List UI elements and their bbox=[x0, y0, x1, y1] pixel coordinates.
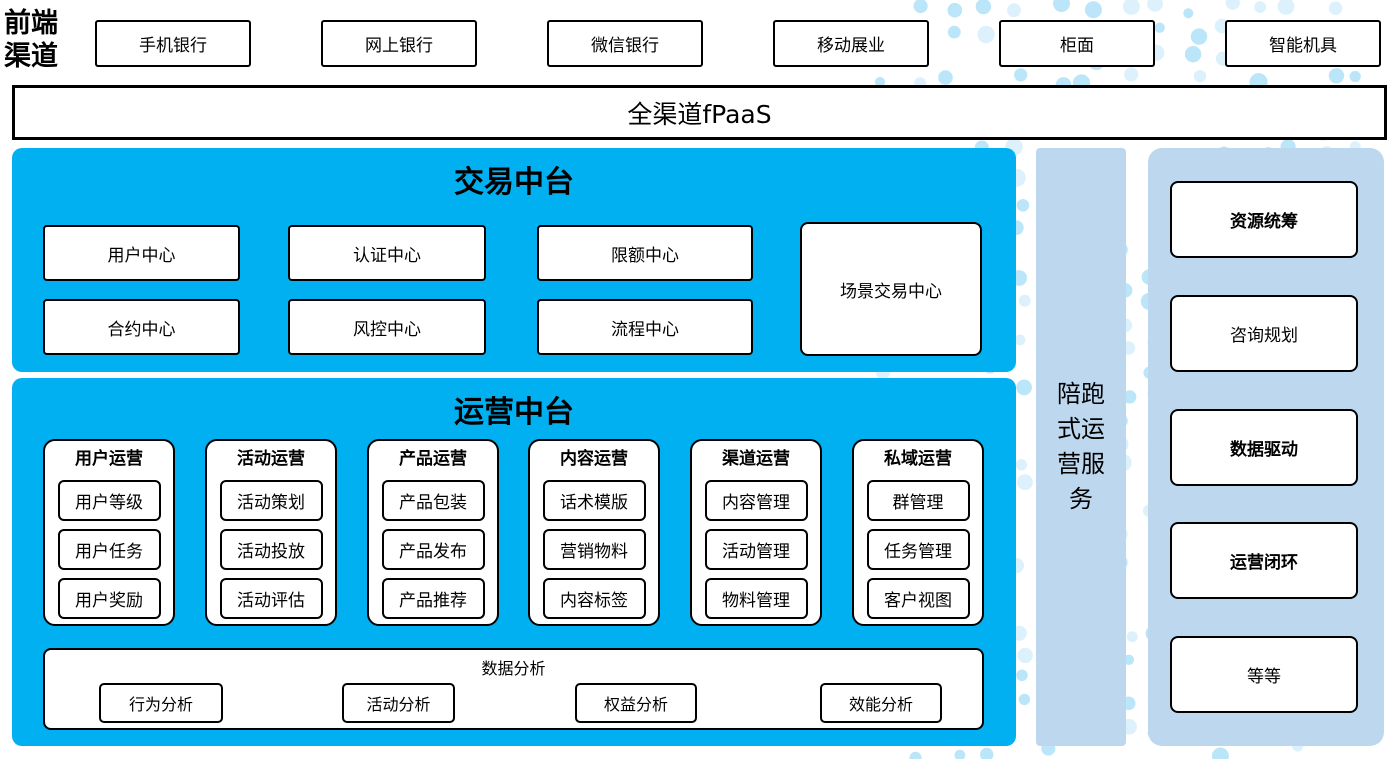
accompany-service-label: 陪跑式运营服务 bbox=[1057, 380, 1105, 513]
channel-box-online-banking: 网上银行 bbox=[321, 20, 477, 67]
ops-item: 活动策划 bbox=[219, 480, 323, 521]
center-box-contract: 合约中心 bbox=[43, 299, 240, 355]
fpaas-bar: 全渠道fPaaS bbox=[12, 85, 1387, 140]
service-panel: 资源统筹 咨询规划 数据驱动 运营闭环 等等 bbox=[1148, 148, 1384, 746]
analysis-item-efficiency: 效能分析 bbox=[820, 683, 942, 723]
ops-item: 用户等级 bbox=[57, 480, 161, 521]
ops-group-title: 内容运营 bbox=[560, 449, 628, 469]
channel-box-mobile-marketing: 移动展业 bbox=[773, 20, 929, 67]
ops-group-activity: 活动运营 活动策划 活动投放 活动评估 bbox=[205, 439, 337, 626]
ops-group-channel: 渠道运营 内容管理 活动管理 物料管理 bbox=[690, 439, 822, 626]
ops-item: 活动投放 bbox=[219, 529, 323, 570]
ops-item: 营销物料 bbox=[542, 529, 646, 570]
ops-group-title: 活动运营 bbox=[237, 449, 305, 469]
ops-item: 客户视图 bbox=[866, 578, 970, 619]
analysis-item-behavior: 行为分析 bbox=[99, 683, 223, 723]
channel-box-smart-device: 智能机具 bbox=[1225, 20, 1381, 67]
ops-group-user: 用户运营 用户等级 用户任务 用户奖励 bbox=[43, 439, 175, 626]
trade-platform-panel: 交易中台 用户中心 认证中心 限额中心 合约中心 风控中心 流程中心 场景交易中… bbox=[12, 148, 1016, 372]
center-box-user: 用户中心 bbox=[43, 225, 240, 281]
ops-item: 用户奖励 bbox=[57, 578, 161, 619]
ops-group-title: 用户运营 bbox=[75, 449, 143, 469]
ops-item: 物料管理 bbox=[704, 578, 808, 619]
ops-item: 内容标签 bbox=[542, 578, 646, 619]
service-box-etc: 等等 bbox=[1170, 636, 1358, 713]
channel-box-counter: 柜面 bbox=[999, 20, 1155, 67]
channel-box-mobile-banking: 手机银行 bbox=[95, 20, 251, 67]
center-box-risk: 风控中心 bbox=[288, 299, 486, 355]
ops-item: 内容管理 bbox=[704, 480, 808, 521]
ops-group-title: 渠道运营 bbox=[722, 449, 790, 469]
ops-group-product: 产品运营 产品包装 产品发布 产品推荐 bbox=[367, 439, 499, 626]
channel-box-wechat-banking: 微信银行 bbox=[547, 20, 703, 67]
accompany-service-bar: 陪跑式运营服务 bbox=[1036, 148, 1126, 746]
trade-platform-title: 交易中台 bbox=[454, 165, 574, 200]
analysis-item-benefit: 权益分析 bbox=[575, 683, 697, 723]
frontend-channel-row: 手机银行 网上银行 微信银行 移动展业 柜面 智能机具 bbox=[95, 20, 1381, 67]
center-box-auth: 认证中心 bbox=[288, 225, 486, 281]
ops-group-content: 内容运营 话术模版 营销物料 内容标签 bbox=[528, 439, 660, 626]
center-box-limit: 限额中心 bbox=[537, 225, 753, 281]
ops-group-private-domain: 私域运营 群管理 任务管理 客户视图 bbox=[852, 439, 984, 626]
ops-platform-panel: 运营中台 用户运营 用户等级 用户任务 用户奖励 活动运营 活动策划 活动投放 … bbox=[12, 378, 1016, 746]
ops-item: 活动管理 bbox=[704, 529, 808, 570]
ops-item: 产品包装 bbox=[381, 480, 485, 521]
ops-item: 任务管理 bbox=[866, 529, 970, 570]
ops-item: 产品推荐 bbox=[381, 578, 485, 619]
ops-group-title: 私域运营 bbox=[884, 449, 952, 469]
frontend-channels-label: 前端 渠道 bbox=[4, 8, 58, 72]
ops-group-title: 产品运营 bbox=[399, 449, 467, 469]
service-box-ops-closed-loop: 运营闭环 bbox=[1170, 522, 1358, 599]
analysis-item-activity: 活动分析 bbox=[342, 683, 455, 723]
ops-platform-title: 运营中台 bbox=[454, 395, 574, 430]
service-box-resource-planning: 资源统筹 bbox=[1170, 181, 1358, 258]
ops-item: 活动评估 bbox=[219, 578, 323, 619]
center-box-scene-trade: 场景交易中心 bbox=[800, 222, 982, 356]
ops-item: 群管理 bbox=[866, 480, 970, 521]
center-box-process: 流程中心 bbox=[537, 299, 753, 355]
ops-item: 产品发布 bbox=[381, 529, 485, 570]
data-analysis-box: 数据分析 行为分析 活动分析 权益分析 效能分析 bbox=[43, 648, 984, 730]
ops-item: 话术模版 bbox=[542, 480, 646, 521]
fpaas-label: 全渠道fPaaS bbox=[627, 99, 772, 129]
service-box-consulting: 咨询规划 bbox=[1170, 295, 1358, 372]
ops-item: 用户任务 bbox=[57, 529, 161, 570]
data-analysis-title: 数据分析 bbox=[481, 659, 546, 678]
service-box-data-driven: 数据驱动 bbox=[1170, 409, 1358, 486]
